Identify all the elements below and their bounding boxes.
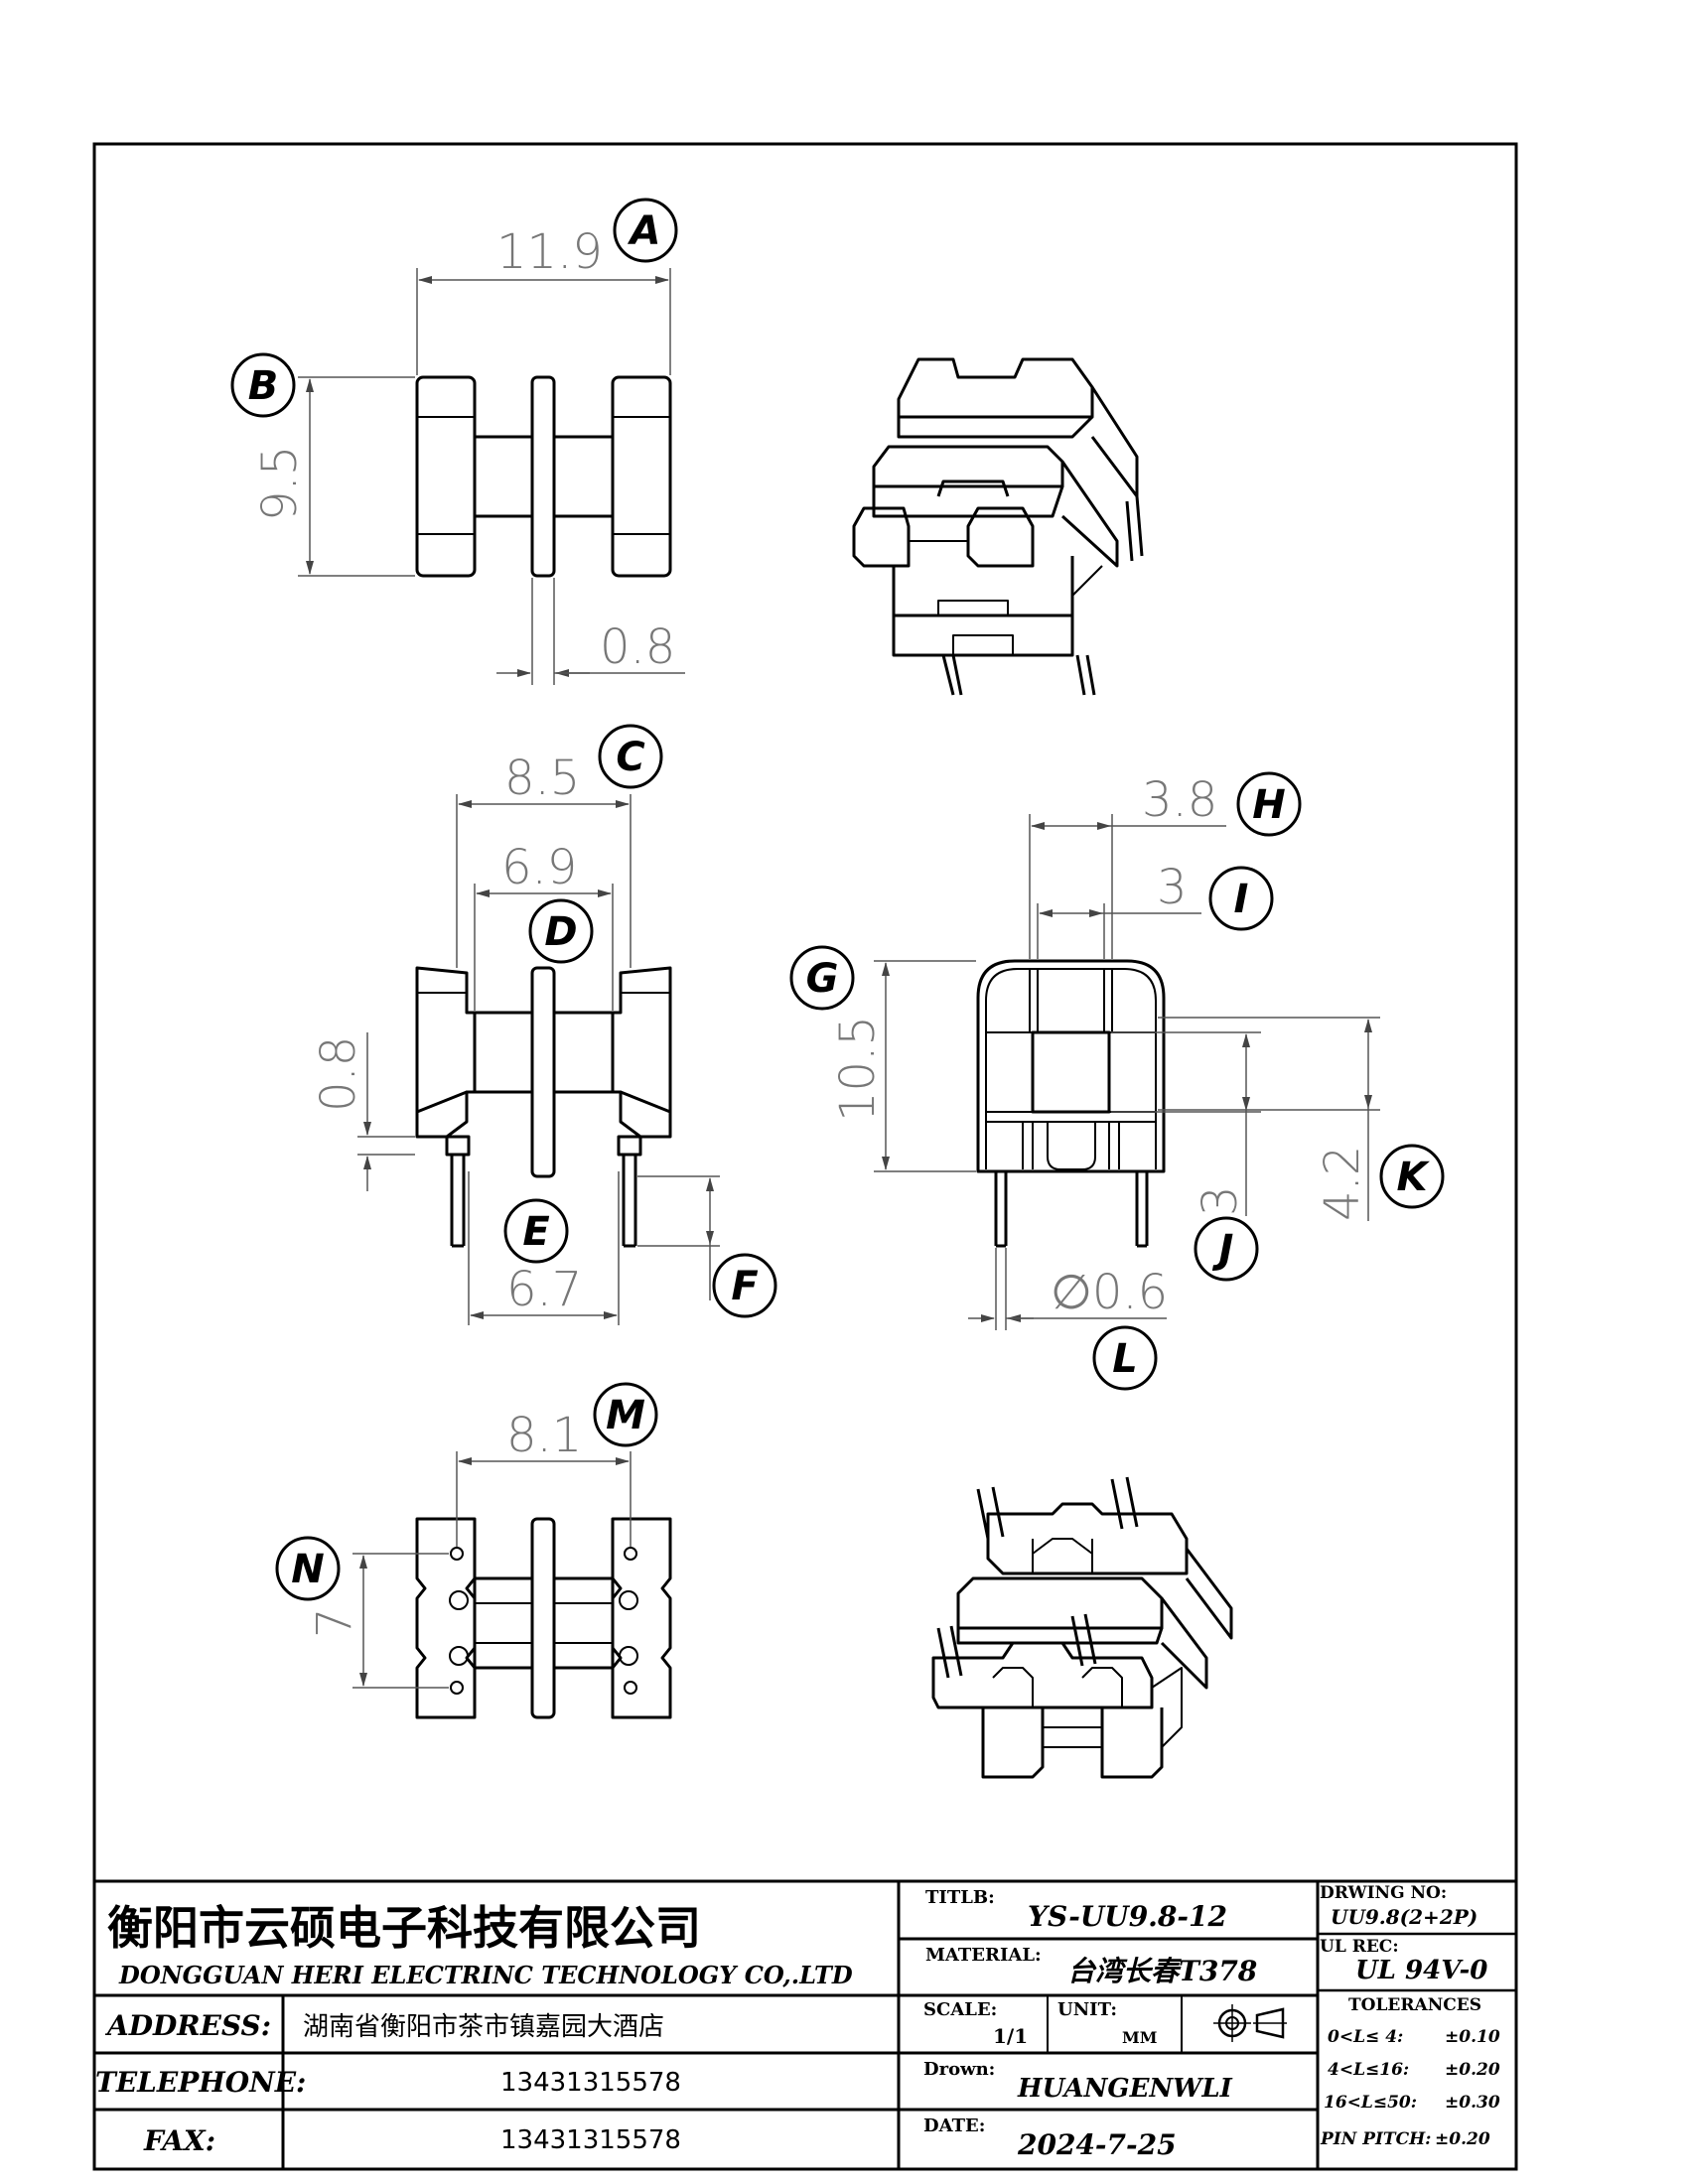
drawing-no-value: UU9.8(2+2P) bbox=[1331, 1905, 1477, 1929]
address-value: 湖南省衡阳市茶市镇嘉园大酒店 bbox=[303, 2012, 664, 2042]
dim-J-value: 3 bbox=[1193, 1185, 1248, 1216]
company-name-cn: 衡阳市云硕电子科技有限公司 bbox=[107, 1901, 701, 1955]
scale-label: SCALE: bbox=[923, 1999, 997, 2020]
material-label: MATERIAL: bbox=[925, 1945, 1042, 1966]
dim-G-value: 10.5 bbox=[830, 1016, 886, 1122]
title-value: YS-UU9.8-12 bbox=[1028, 1900, 1227, 1933]
callout-G: G bbox=[789, 945, 855, 1011]
unit-label: UNIT: bbox=[1057, 1999, 1117, 2020]
svg-text:G: G bbox=[806, 956, 839, 1002]
dim-N-value: 7 bbox=[307, 1607, 362, 1638]
date-label: DATE: bbox=[923, 2116, 985, 2136]
svg-text:K: K bbox=[1397, 1155, 1431, 1200]
ul-label: UL REC: bbox=[1320, 1937, 1399, 1957]
tolerance-range-1: 0<L≤ 4: bbox=[1328, 2027, 1403, 2047]
dim-B-value: 9.5 bbox=[252, 446, 308, 521]
tolerance-value-2: ±0.20 bbox=[1445, 2060, 1500, 2080]
scale-value: 1/1 bbox=[993, 2024, 1028, 2048]
svg-text:C: C bbox=[616, 735, 644, 780]
bottom-view bbox=[415, 1517, 672, 1719]
callout-D: D bbox=[528, 898, 594, 964]
callout-E: E bbox=[503, 1198, 569, 1264]
pin-pitch-value: ±0.20 bbox=[1435, 2129, 1490, 2149]
svg-text:A: A bbox=[628, 208, 661, 254]
svg-text:L: L bbox=[1112, 1336, 1138, 1382]
dim-pin-value: 0.8 bbox=[600, 619, 675, 675]
telephone-value: 13431315578 bbox=[500, 2068, 681, 2098]
ul-value: UL 94V-0 bbox=[1355, 1956, 1487, 1985]
callout-A: A bbox=[613, 198, 678, 263]
svg-text:E: E bbox=[522, 1209, 549, 1255]
svg-text:N: N bbox=[291, 1547, 324, 1592]
dim-A-value: 11.9 bbox=[496, 224, 603, 280]
dim-flange-value: 0.8 bbox=[311, 1036, 366, 1112]
dim-E-value: 6.7 bbox=[506, 1262, 582, 1317]
sheet-border bbox=[92, 142, 1518, 2171]
telephone-label: TELEPHONE: bbox=[95, 2066, 306, 2099]
callout-C: C bbox=[598, 724, 663, 789]
title-label: TITLB: bbox=[925, 1887, 995, 1908]
drawing-no-label: DRWING NO: bbox=[1320, 1883, 1447, 1903]
dim-D-value: 6.9 bbox=[501, 840, 577, 895]
callout-J: J bbox=[1194, 1216, 1259, 1282]
callout-B: B bbox=[230, 352, 296, 418]
svg-text:I: I bbox=[1234, 877, 1249, 922]
dim-H-value: 3.8 bbox=[1142, 772, 1217, 828]
svg-text:B: B bbox=[248, 363, 279, 409]
drawn-value: HUANGENWLI bbox=[1017, 2074, 1233, 2104]
tolerance-range-2: 4<L≤16: bbox=[1328, 2060, 1409, 2080]
unit-value: MM bbox=[1122, 2028, 1157, 2047]
callout-N: N bbox=[275, 1536, 341, 1601]
tolerance-value-1: ±0.10 bbox=[1445, 2027, 1500, 2047]
callout-M: M bbox=[593, 1382, 658, 1447]
iso-view-top bbox=[852, 357, 1144, 696]
fax-label: FAX: bbox=[143, 2124, 215, 2157]
dim-M-value: 8.1 bbox=[506, 1408, 582, 1463]
side-view bbox=[976, 959, 1166, 1248]
top-view bbox=[415, 375, 672, 578]
tolerance-range-3: 16<L≤50: bbox=[1324, 2093, 1417, 2113]
callout-K: K bbox=[1379, 1144, 1445, 1209]
callout-F: F bbox=[712, 1253, 777, 1318]
callout-L: L bbox=[1092, 1325, 1158, 1391]
tolerance-value-3: ±0.30 bbox=[1445, 2093, 1500, 2113]
dim-I-value: 3 bbox=[1157, 860, 1188, 915]
svg-text:F: F bbox=[731, 1264, 758, 1309]
iso-view-bottom bbox=[931, 1476, 1233, 1779]
svg-text:M: M bbox=[606, 1393, 645, 1438]
drawn-label: Drown: bbox=[923, 2059, 995, 2080]
company-name-en: DONGGUAN HERI ELECTRINC TECHNOLOGY CO,.L… bbox=[118, 1961, 853, 1989]
pin-pitch-label: PIN PITCH: bbox=[1320, 2129, 1431, 2149]
dim-C-value: 8.5 bbox=[504, 751, 580, 806]
title-block bbox=[94, 1879, 1516, 2169]
front-view bbox=[415, 966, 672, 1248]
dim-K-value: 4.2 bbox=[1315, 1146, 1370, 1221]
dim-L-value: ∅0.6 bbox=[1051, 1265, 1168, 1320]
callout-H: H bbox=[1236, 771, 1302, 837]
fax-value: 13431315578 bbox=[500, 2125, 681, 2155]
material-value: 台湾长春T378 bbox=[1067, 1955, 1257, 1987]
date-value: 2024-7-25 bbox=[1017, 2128, 1177, 2161]
address-label: ADDRESS: bbox=[104, 2009, 271, 2042]
callout-I: I bbox=[1208, 866, 1274, 931]
svg-text:H: H bbox=[1252, 782, 1285, 828]
tolerances-label: TOLERANCES bbox=[1348, 1995, 1481, 2015]
svg-text:D: D bbox=[544, 909, 577, 955]
